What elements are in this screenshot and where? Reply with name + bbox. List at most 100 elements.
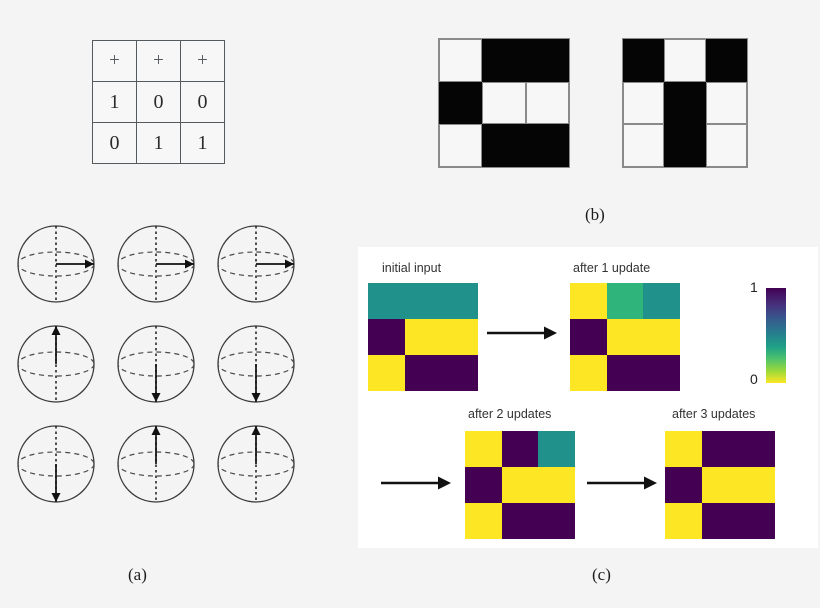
binary-cell-1-1 [482, 81, 526, 125]
bloch-sphere-row [6, 414, 326, 514]
heatmap-after-1-update [570, 283, 680, 391]
heatmap-cell-1-1 [501, 467, 539, 503]
heatmap-cell-1-2 [738, 467, 775, 503]
heatmap-cell-1-0 [368, 319, 405, 355]
binary-cell-2-2 [705, 124, 747, 167]
bloch-sphere-down-icon [17, 425, 95, 503]
table-row: 1 0 0 [92, 81, 225, 123]
binary-cell-1-0 [623, 81, 665, 125]
bloch-sphere-right-icon [117, 225, 195, 303]
heatmap-cell-1-1 [701, 467, 739, 503]
heatmap-title-update3: after 3 updates [672, 407, 756, 421]
bloch-sphere-grid [6, 214, 326, 514]
heatmap-cell-1-2 [538, 467, 575, 503]
heatmap-cell-2-2 [738, 503, 775, 539]
bloch-sphere-down-icon [117, 325, 195, 403]
panel-label-c: (c) [592, 565, 611, 584]
heatmap-after-3-updates [665, 431, 775, 539]
colorbar-max-label: 1 [750, 279, 758, 295]
bloch-sphere-2-1 [106, 414, 206, 514]
table-cell: + [92, 40, 137, 82]
heatmap-cell-2-1 [606, 355, 644, 391]
panel-label-b: (b) [585, 205, 605, 224]
binary-cell-1-0 [439, 81, 483, 125]
heatmap-cell-1-2 [643, 319, 680, 355]
heatmap-cell-0-0 [665, 431, 702, 467]
heatmap-cell-0-2 [538, 431, 575, 467]
bloch-sphere-2-2 [206, 414, 306, 514]
bloch-sphere-0-2 [206, 214, 306, 314]
bloch-sphere-2-0 [6, 414, 106, 514]
heatmap-cell-1-0 [665, 467, 702, 503]
binary-cell-0-2 [705, 39, 747, 82]
panel-label-a: (a) [128, 565, 147, 584]
table-cell: 0 [180, 81, 225, 123]
bloch-sphere-0-0 [6, 214, 106, 314]
binary-cell-2-0 [439, 124, 483, 167]
table-cell: + [136, 40, 181, 82]
heatmap-cell-0-2 [643, 283, 680, 319]
binary-grid-left [438, 38, 570, 168]
binary-cell-0-1 [664, 39, 706, 82]
truth-table-body: + + + 1 0 0 0 1 1 [92, 40, 225, 164]
binary-cell-0-2 [525, 39, 569, 82]
table-cell: 0 [136, 81, 181, 123]
heatmap-cell-0-0 [570, 283, 607, 319]
heatmap-cell-2-0 [465, 503, 502, 539]
heatmap-cell-2-1 [701, 503, 739, 539]
binary-cell-2-2 [525, 124, 569, 167]
heatmap-cell-2-1 [404, 355, 442, 391]
binary-cell-0-0 [623, 39, 665, 82]
heatmap-cell-0-2 [441, 283, 478, 319]
table-cell: 1 [92, 81, 137, 123]
colorbar: 1 0 [750, 279, 810, 393]
heatmap-cell-1-1 [404, 319, 442, 355]
bloch-sphere-1-1 [106, 314, 206, 414]
truth-table: + + + 1 0 0 0 1 1 [92, 40, 225, 164]
heatmap-title-update1: after 1 update [573, 261, 651, 275]
heatmap-cell-0-0 [368, 283, 405, 319]
binary-cell-2-1 [482, 124, 526, 167]
heatmap-cell-1-2 [441, 319, 478, 355]
heatmap-cell-2-0 [665, 503, 702, 539]
bloch-sphere-row [6, 214, 326, 314]
binary-cell-1-1 [664, 81, 706, 125]
binary-cell-2-0 [623, 124, 665, 167]
heatmap-cell-2-2 [441, 355, 478, 391]
table-row: + + + [92, 40, 225, 82]
heatmap-cell-2-2 [643, 355, 680, 391]
binary-grid-right [622, 38, 748, 168]
heatmap-cell-0-1 [404, 283, 442, 319]
heatmap-cell-1-1 [606, 319, 644, 355]
bloch-sphere-1-2 [206, 314, 306, 414]
heatmap-cell-2-1 [501, 503, 539, 539]
bloch-sphere-0-1 [106, 214, 206, 314]
heatmap-cell-1-0 [570, 319, 607, 355]
heatmap-initial-input [368, 283, 478, 391]
arrow-1-icon [487, 326, 557, 340]
heatmap-cell-2-2 [538, 503, 575, 539]
bloch-sphere-right-icon [217, 225, 295, 303]
bloch-sphere-right-icon [17, 225, 95, 303]
colorbar-gradient [766, 288, 786, 383]
binary-cell-1-2 [705, 81, 747, 125]
arrow-3-icon [587, 476, 657, 490]
binary-cell-2-1 [664, 124, 706, 167]
heatmap-title-update2: after 2 updates [468, 407, 552, 421]
bloch-sphere-row [6, 314, 326, 414]
bloch-sphere-1-0 [6, 314, 106, 414]
heatmap-cell-0-1 [701, 431, 739, 467]
heatmap-cell-2-0 [570, 355, 607, 391]
heatmap-after-2-updates [465, 431, 575, 539]
binary-cell-0-1 [482, 39, 526, 82]
bloch-sphere-up-icon [117, 425, 195, 503]
heatmap-cell-0-1 [606, 283, 644, 319]
bloch-sphere-up-icon [17, 325, 95, 403]
table-row: 0 1 1 [92, 122, 225, 164]
table-cell: + [180, 40, 225, 82]
heatmap-title-initial: initial input [382, 261, 442, 275]
binary-cell-1-2 [525, 81, 569, 125]
table-cell: 0 [92, 122, 137, 164]
bloch-sphere-down-icon [217, 325, 295, 403]
table-cell: 1 [136, 122, 181, 164]
